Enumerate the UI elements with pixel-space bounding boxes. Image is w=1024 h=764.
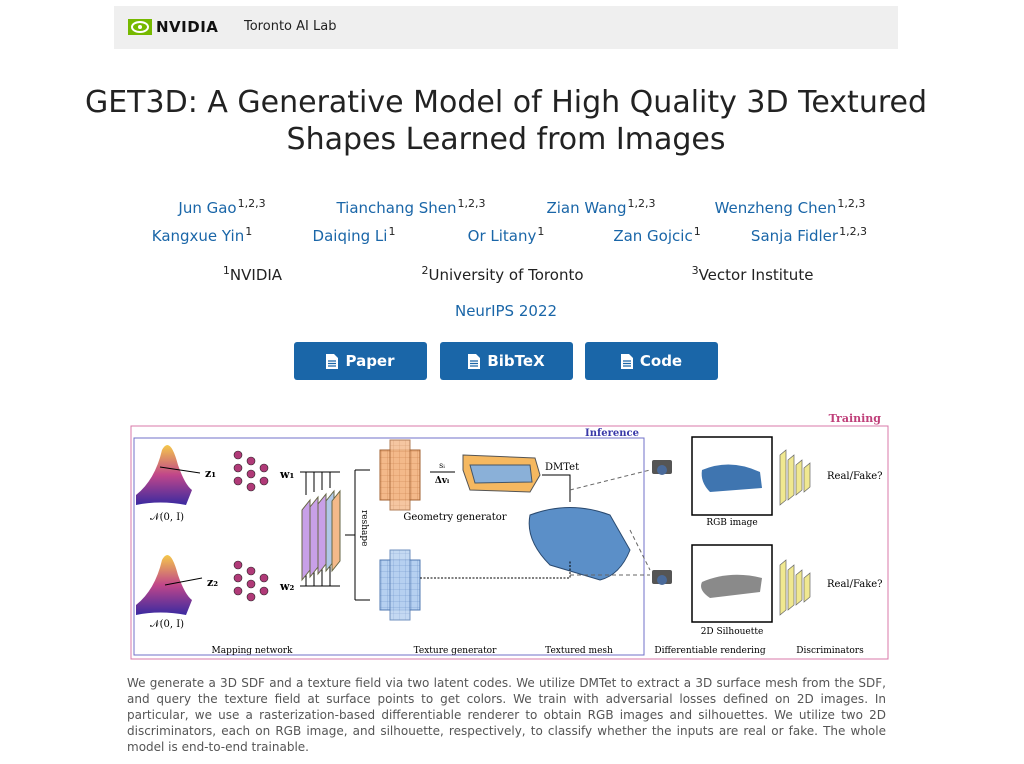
author-affiliation: 1,2,3 bbox=[837, 197, 866, 210]
feature-planes bbox=[301, 489, 341, 582]
discriminator-silhouette bbox=[779, 559, 811, 616]
author-link[interactable]: Tianchang Shen1,2,3 bbox=[336, 197, 485, 217]
author-link[interactable]: Or Litany1 bbox=[468, 225, 545, 245]
discriminators-label: Discriminators bbox=[796, 646, 864, 656]
normal-label: 𝒩(0, I) bbox=[150, 512, 184, 523]
z1-label: z₁ bbox=[205, 467, 216, 480]
affiliation-number: 3 bbox=[691, 264, 699, 277]
affiliation: 3Vector Institute bbox=[691, 264, 814, 284]
training-label: Training bbox=[829, 412, 882, 425]
button-label: Paper bbox=[345, 352, 395, 370]
texture-generator-label: Texture generator bbox=[414, 646, 498, 656]
author-name[interactable]: Zian Wang bbox=[546, 199, 627, 217]
author-name[interactable]: Tianchang Shen bbox=[336, 199, 457, 217]
author-affiliation: 1,2,3 bbox=[237, 197, 266, 210]
top-bar: NVIDIA Toronto AI Lab bbox=[114, 6, 898, 49]
author-affiliation: 1,2,3 bbox=[457, 197, 486, 210]
author-link[interactable]: Kangxue Yin1 bbox=[152, 225, 252, 245]
lab-link[interactable]: Toronto AI Lab bbox=[244, 19, 337, 34]
author-affiliation: 1 bbox=[537, 225, 545, 238]
paper-button[interactable]: Paper bbox=[294, 342, 427, 380]
file-icon bbox=[468, 353, 481, 369]
nvidia-eye-icon bbox=[128, 19, 152, 35]
mapping-network-label: Mapping network bbox=[211, 646, 293, 656]
author-name[interactable]: Or Litany bbox=[467, 227, 537, 245]
si-label: sᵢ bbox=[439, 461, 445, 470]
affiliation-name: NVIDIA bbox=[229, 266, 283, 284]
gaussian-distribution bbox=[136, 445, 192, 505]
author-link[interactable]: Jun Gao1,2,3 bbox=[178, 197, 265, 217]
mapping-network-2 bbox=[233, 560, 269, 602]
page-title: GET3D: A Generative Model of High Qualit… bbox=[0, 84, 1012, 158]
nvidia-logo[interactable]: NVIDIA bbox=[128, 18, 218, 36]
author-affiliation: 1 bbox=[245, 225, 253, 238]
affiliation-name: Vector Institute bbox=[698, 266, 814, 284]
w1-label: w₁ bbox=[279, 468, 294, 481]
affiliation-number: 1 bbox=[222, 264, 230, 277]
geometry-generator-label: Geometry generator bbox=[403, 512, 506, 523]
author-link[interactable]: Wenzheng Chen1,2,3 bbox=[715, 197, 866, 217]
author-name[interactable]: Wenzheng Chen bbox=[714, 199, 837, 217]
inference-label: Inference bbox=[585, 428, 639, 439]
author-link[interactable]: Daiqing Li1 bbox=[313, 225, 396, 245]
real-fake-label: Real/Fake? bbox=[827, 471, 883, 482]
dmtet-label: DMTet bbox=[545, 462, 579, 473]
file-icon bbox=[620, 353, 633, 369]
author-name[interactable]: Kangxue Yin bbox=[151, 227, 245, 245]
rgb-image-label: RGB image bbox=[706, 518, 757, 528]
title-line-2: Shapes Learned from Images bbox=[286, 122, 726, 157]
dvi-label: Δvᵢ bbox=[435, 476, 450, 486]
inference-box bbox=[133, 437, 645, 656]
venue: NeurIPS 2022 bbox=[454, 302, 558, 320]
affiliation-number: 2 bbox=[421, 264, 429, 277]
author-affiliation: 1,2,3 bbox=[839, 225, 868, 238]
figure-caption: We generate a 3D SDF and a texture field… bbox=[127, 676, 886, 754]
differentiable-rendering-label: Differentiable rendering bbox=[654, 646, 765, 656]
button-label: Code bbox=[639, 352, 683, 370]
silhouette-label: 2D Silhouette bbox=[701, 627, 764, 637]
reshape-label: reshape bbox=[359, 510, 369, 547]
title-line-1: GET3D: A Generative Model of High Qualit… bbox=[84, 85, 928, 120]
author-link[interactable]: Sanja Fidler1,2,3 bbox=[751, 225, 867, 245]
training-box bbox=[130, 425, 889, 660]
author-affiliation: 1 bbox=[693, 225, 701, 238]
textured-mesh-label: Textured mesh bbox=[545, 646, 613, 656]
author-affiliation: 1 bbox=[388, 225, 396, 238]
author-affiliation: 1,2,3 bbox=[627, 197, 656, 210]
architecture-figure: Training Inference 𝒩(0, I) 𝒩(0, I) z₁ z₂… bbox=[130, 412, 889, 660]
z2-label: z₂ bbox=[207, 576, 218, 589]
mapping-network-1 bbox=[233, 450, 269, 492]
w2-label: w₂ bbox=[279, 580, 294, 593]
author-name[interactable]: Zan Gojcic bbox=[613, 227, 693, 245]
affiliation: 2University of Toronto bbox=[420, 264, 583, 284]
affiliation-name: University of Toronto bbox=[428, 266, 584, 284]
affiliation: 1NVIDIA bbox=[222, 264, 282, 284]
normal-label: 𝒩(0, I) bbox=[150, 619, 184, 630]
button-label: BibTeX bbox=[487, 352, 545, 370]
logo-text: NVIDIA bbox=[156, 18, 219, 36]
author-name[interactable]: Daiqing Li bbox=[312, 227, 388, 245]
textured-car-mesh bbox=[528, 507, 631, 581]
bibtex-button[interactable]: BibTeX bbox=[440, 342, 573, 380]
author-name[interactable]: Jun Gao bbox=[178, 199, 237, 217]
real-fake-label: Real/Fake? bbox=[827, 579, 883, 590]
author-link[interactable]: Zan Gojcic1 bbox=[613, 225, 700, 245]
author-name[interactable]: Sanja Fidler bbox=[750, 227, 839, 245]
gaussian-distribution bbox=[136, 555, 192, 615]
code-button[interactable]: Code bbox=[585, 342, 718, 380]
discriminator-rgb bbox=[779, 449, 811, 506]
file-icon bbox=[326, 353, 339, 369]
author-link[interactable]: Zian Wang1,2,3 bbox=[546, 197, 655, 217]
